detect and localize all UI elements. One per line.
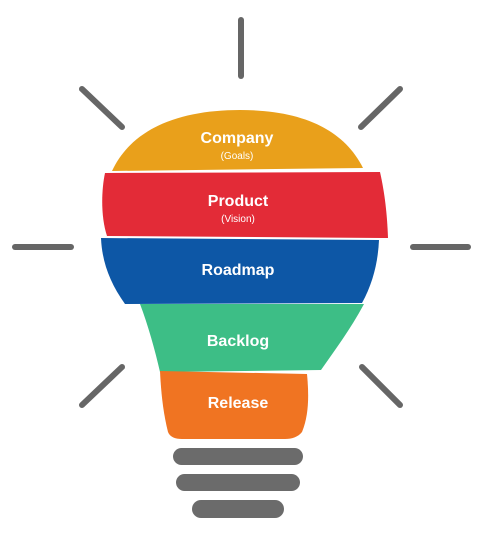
ray-bottom-left [79, 364, 125, 408]
ray-top-right [358, 86, 403, 130]
layer-roadmap-title: Roadmap [202, 262, 275, 279]
layer-company-shape [112, 110, 363, 171]
ray-bottom-right [359, 364, 403, 408]
base-bar-2 [176, 474, 300, 491]
layer-company: Company (Goals) [112, 110, 363, 171]
layer-company-title: Company [201, 130, 274, 147]
layer-roadmap: Roadmap [101, 238, 379, 304]
layer-roadmap-shape [101, 238, 379, 304]
base-bar-1 [173, 448, 303, 465]
layer-backlog-shape [140, 304, 364, 372]
layer-company-subtitle: (Goals) [221, 151, 254, 162]
base-bar-3 [192, 500, 284, 518]
ray-top-left [79, 86, 125, 130]
layer-product-title: Product [208, 193, 269, 210]
layer-backlog-title: Backlog [207, 333, 269, 350]
layer-product: Product (Vision) [102, 172, 388, 238]
layer-release: Release [160, 371, 309, 439]
layer-release-title: Release [208, 395, 269, 412]
bulb-base [173, 448, 303, 518]
layer-product-subtitle: (Vision) [221, 214, 255, 225]
layer-release-shape [160, 371, 309, 439]
light-rays [12, 17, 471, 408]
layer-backlog: Backlog [140, 304, 364, 372]
layer-product-shape [102, 172, 388, 238]
